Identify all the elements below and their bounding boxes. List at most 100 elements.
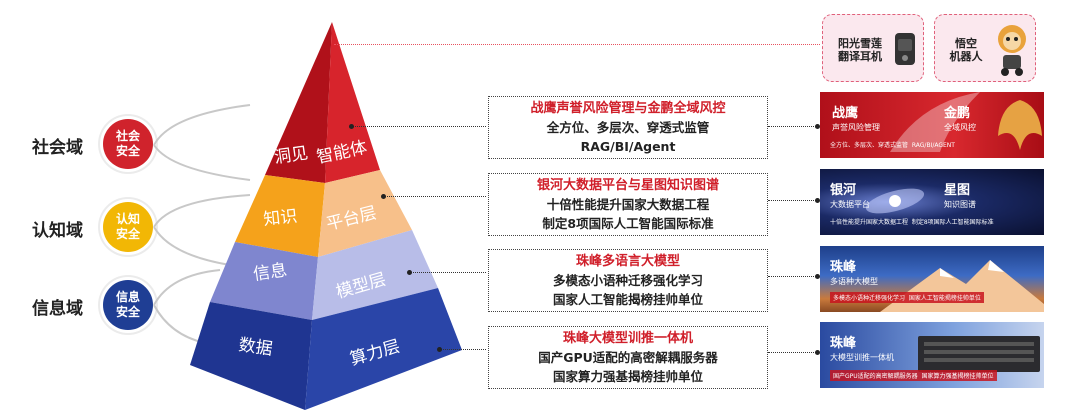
connector-dot xyxy=(815,124,820,129)
box-zhufeng-server: 珠峰大模型训推一体机 国产GPU适配的高密解耦服务器 国家算力强基揭榜挂帅单位 xyxy=(488,326,768,389)
banner-zhanying-jinpeng: 战鹰 声誉风险管理 金鹏 全域风控 全方位、多层次、穿透式监管 RAG/BI/A… xyxy=(820,92,1044,158)
social-security-badge: 社会 安全 xyxy=(103,119,153,169)
earphone-device-icon xyxy=(895,33,915,65)
banner-subtitle: 多语种大模型 xyxy=(830,277,878,286)
banner-strip: 多模态小语种迁移强化学习 国家人工智能揭榜挂帅单位 xyxy=(830,292,984,303)
banner-strip-text: RAG/BI/AGENT xyxy=(911,142,955,149)
apex-connector xyxy=(334,44,820,45)
pyramid-top-left xyxy=(265,22,332,183)
connector-dot xyxy=(437,347,442,352)
banner-subtitle: 大数据平台 xyxy=(830,200,870,209)
eagle-icon xyxy=(998,100,1042,150)
banner-title: 星图 xyxy=(944,183,971,198)
banner-strip-text: 国产GPU适配的高密解耦服务器 xyxy=(833,373,918,380)
pyramid-top-right xyxy=(325,22,380,183)
banner-title: 珠峰 xyxy=(830,260,857,275)
pyramid-l4-left xyxy=(190,302,312,410)
domain-label-cognitive: 认知域 xyxy=(32,221,83,241)
badge-line: 安全 xyxy=(115,305,140,319)
pyramid-l3-right xyxy=(312,230,438,320)
pyramid-l2-right xyxy=(318,170,412,257)
product-name-line: 悟空 xyxy=(955,37,977,50)
product-name-line: 阳光雪莲 xyxy=(838,37,882,50)
pyramid-l2-left-label: 知识 xyxy=(262,207,298,230)
box-line: 全方位、多层次、穿透式监管 xyxy=(546,120,710,135)
robot-icon xyxy=(998,25,1026,76)
mountain-icon xyxy=(880,260,1044,312)
box-title: 银河大数据平台与星图知识图谱 xyxy=(536,178,719,193)
galaxy-icon xyxy=(865,188,925,214)
banner-strip: 国产GPU适配的高密解耦服务器 国家算力强基揭榜挂帅单位 xyxy=(830,370,997,381)
banner-subtitle: 知识图谱 xyxy=(944,200,976,209)
pyramid-diagram: 洞见 智能体 知识 平台层 信息 模型层 数据 算力层 xyxy=(190,22,462,410)
product-name: 悟空 机器人 xyxy=(941,37,991,63)
banner-title: 银河 xyxy=(830,183,857,198)
box-line: RAG/BI/Agent xyxy=(580,139,676,154)
banner-zhufeng-model: 珠峰 多语种大模型 多模态小语种迁移强化学习 国家人工智能揭榜挂帅单位 xyxy=(820,246,1044,312)
connector-dot xyxy=(815,274,820,279)
box-title: 珠峰多语言大模型 xyxy=(575,254,680,269)
product-wukong-robot: 悟空 机器人 xyxy=(934,14,1036,82)
banner-subtitle: 全域风控 xyxy=(944,123,976,132)
banner-strip-text: 十倍性能提升国家大数据工程 xyxy=(830,219,909,226)
connector-dot xyxy=(815,350,820,355)
connector-3 xyxy=(410,272,486,273)
connector-r3 xyxy=(768,276,818,277)
banner-title: 珠峰 xyxy=(830,336,857,351)
banner-title: 金鹏 xyxy=(944,106,971,121)
pyramid-l3-left xyxy=(210,242,318,320)
banner-subtitle: 声誉风险管理 xyxy=(832,123,880,132)
box-line: 制定8项国际人工智能国际标准 xyxy=(542,216,714,231)
box-line: 国家人工智能揭榜挂帅单位 xyxy=(552,292,703,307)
box-zhufeng-model: 珠峰多语言大模型 多模态小语种迁移强化学习 国家人工智能揭榜挂帅单位 xyxy=(488,249,768,312)
product-name: 阳光雪莲 翻译耳机 xyxy=(833,37,887,63)
banner-subtitle: 大模型训推一体机 xyxy=(830,353,894,362)
server-rack-icon xyxy=(918,336,1040,372)
badge-line: 信息 xyxy=(115,290,140,304)
product-translator-earphone: 阳光雪莲 翻译耳机 xyxy=(822,14,924,82)
connector-dot xyxy=(407,270,412,275)
connector-1 xyxy=(352,126,486,127)
product-name-line: 翻译耳机 xyxy=(838,50,882,63)
domain-label-social: 社会域 xyxy=(32,138,83,158)
connector-r1 xyxy=(768,126,818,127)
banner-title: 战鹰 xyxy=(832,106,859,121)
box-yinhe-xingtu: 银河大数据平台与星图知识图谱 十倍性能提升国家大数据工程 制定8项国际人工智能国… xyxy=(488,173,768,236)
box-line: 十倍性能提升国家大数据工程 xyxy=(546,197,710,212)
connector-r4 xyxy=(768,352,818,353)
eagle-wing-icon xyxy=(890,92,980,152)
pyramid-l2-left xyxy=(235,175,325,257)
banner-strip-text: 国家算力强基揭榜挂帅单位 xyxy=(921,373,994,380)
pyramid-l4-left-label: 数据 xyxy=(237,335,273,360)
banner-yinhe-xingtu: 银河 大数据平台 星图 知识图谱 十倍性能提升国家大数据工程 制定8项国际人工智… xyxy=(820,169,1044,235)
badge-line: 安全 xyxy=(115,227,140,241)
banner-strip-text: 全方位、多层次、穿透式监管 xyxy=(830,142,909,149)
connector-dot xyxy=(381,194,386,199)
badge-line: 社会 xyxy=(115,129,140,143)
banner-strip-text: 多模态小语种迁移强化学习 xyxy=(833,295,906,302)
connector-2 xyxy=(384,196,486,197)
pyramid-top-left-label: 洞见 xyxy=(273,143,309,168)
connector-dot xyxy=(815,198,820,203)
connector-dot xyxy=(349,124,354,129)
banner-strip: 十倍性能提升国家大数据工程 制定8项国际人工智能国际标准 xyxy=(830,217,994,226)
product-name-line: 机器人 xyxy=(949,50,983,63)
connector-4 xyxy=(440,349,486,350)
badge-line: 安全 xyxy=(115,144,140,158)
box-line: 国家算力强基揭榜挂帅单位 xyxy=(552,369,703,384)
pyramid-l3-left-label: 信息 xyxy=(252,260,288,285)
badge-line: 认知 xyxy=(115,212,140,226)
box-line: 国产GPU适配的高密解耦服务器 xyxy=(538,350,718,365)
domain-brackets xyxy=(153,104,251,344)
banner-zhufeng-server: 珠峰 大模型训推一体机 国产GPU适配的高密解耦服务器 国家算力强基揭榜挂帅单位 xyxy=(820,322,1044,388)
box-line: 多模态小语种迁移强化学习 xyxy=(552,273,703,288)
information-security-badge: 信息 安全 xyxy=(103,280,153,330)
banner-strip-text: 国家人工智能揭榜挂帅单位 xyxy=(908,295,981,302)
box-zhanying-jinpeng: 战鹰声誉风险管理与金鹏全域风控 全方位、多层次、穿透式监管 RAG/BI/Age… xyxy=(488,96,768,159)
domain-label-information: 信息域 xyxy=(32,299,83,319)
banner-strip-text: 制定8项国际人工智能国际标准 xyxy=(911,219,994,226)
banner-strip: 全方位、多层次、穿透式监管 RAG/BI/AGENT xyxy=(830,140,955,149)
box-title: 战鹰声誉风险管理与金鹏全域风控 xyxy=(530,101,726,116)
box-title: 珠峰大模型训推一体机 xyxy=(562,331,693,346)
pyramid-l4-right xyxy=(305,288,462,410)
